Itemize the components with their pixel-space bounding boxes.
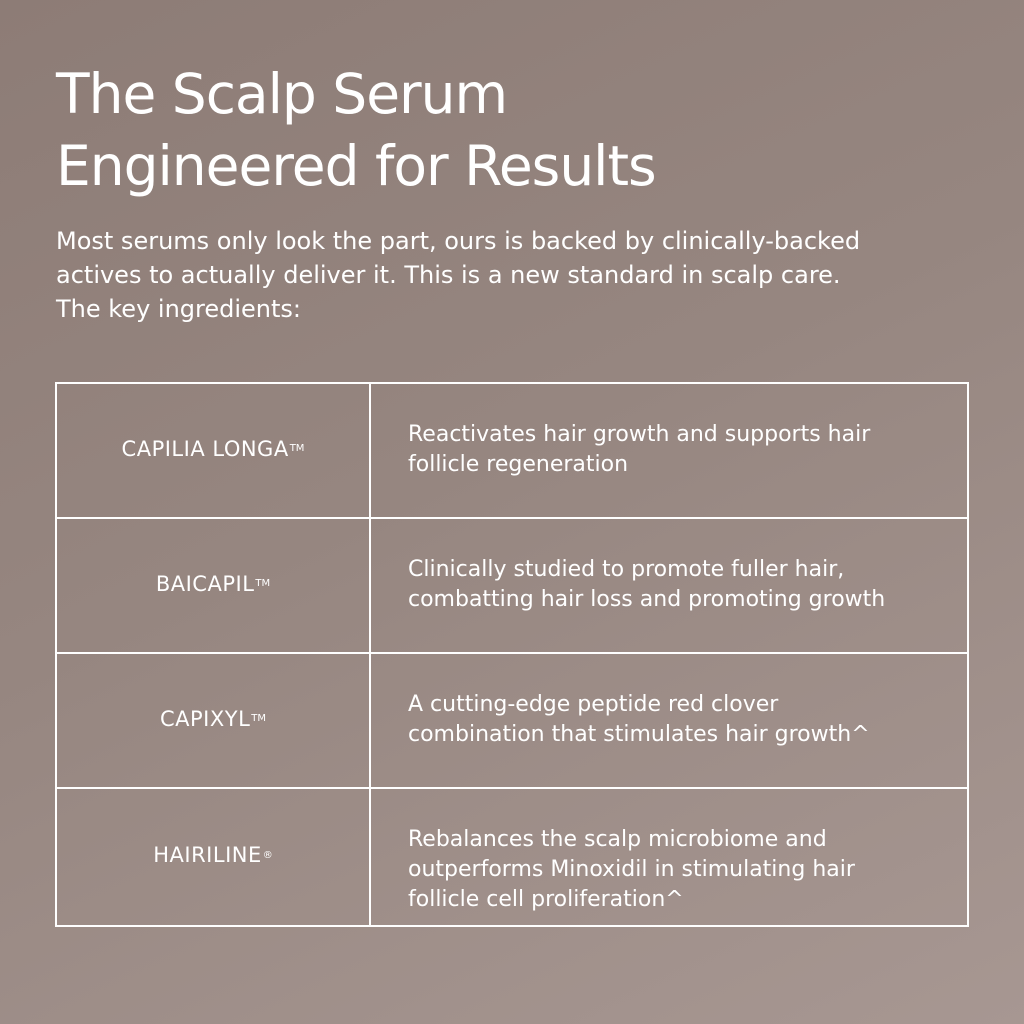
trademark-mark: TM bbox=[255, 578, 271, 589]
ingredient-description-cell: Clinically studied to promote fuller hai… bbox=[371, 519, 967, 654]
trademark-mark: TM bbox=[289, 443, 305, 454]
description-line: Clinically studied to promote fuller hai… bbox=[408, 557, 845, 582]
ingredient-name-cell: HAIRILINE® bbox=[57, 789, 371, 925]
ingredient-description-cell: Rebalances the scalp microbiome and outp… bbox=[371, 789, 967, 925]
description-line: A cutting-edge peptide red clover bbox=[408, 692, 779, 717]
ingredient-description-cell: Reactivates hair growth and supports hai… bbox=[371, 384, 967, 519]
description-line: follicle regeneration bbox=[408, 452, 629, 477]
title-line-2: Engineered for Results bbox=[56, 134, 657, 198]
title-line-1: The Scalp Serum bbox=[56, 62, 508, 126]
ingredient-description-cell: A cutting-edge peptide red clover combin… bbox=[371, 654, 967, 789]
ingredient-name: HAIRILINE bbox=[153, 843, 262, 867]
intro-paragraph: Most serums only look the part, ours is … bbox=[56, 224, 986, 326]
intro-line-1: Most serums only look the part, ours is … bbox=[56, 227, 861, 255]
description-line: follicle cell proliferation^ bbox=[408, 887, 684, 912]
description-line: combatting hair loss and promoting growt… bbox=[408, 587, 886, 612]
ingredient-name: CAPIXYL bbox=[159, 706, 251, 731]
ingredient-name: BAICAPIL bbox=[155, 571, 255, 596]
page-title: The Scalp Serum Engineered for Results bbox=[56, 58, 657, 202]
description-line: combination that stimulates hair growth^ bbox=[408, 722, 870, 747]
ingredient-name: CAPILIA LONGA bbox=[121, 436, 289, 461]
registered-mark: ® bbox=[262, 849, 273, 861]
intro-line-2: actives to actually deliver it. This is … bbox=[56, 261, 841, 289]
description-line: Rebalances the scalp microbiome and bbox=[408, 827, 827, 852]
intro-line-3: The key ingredients: bbox=[56, 295, 302, 323]
description-line: outperforms Minoxidil in stimulating hai… bbox=[408, 857, 855, 882]
trademark-mark: TM bbox=[251, 713, 267, 724]
description-line: Reactivates hair growth and supports hai… bbox=[408, 422, 871, 447]
